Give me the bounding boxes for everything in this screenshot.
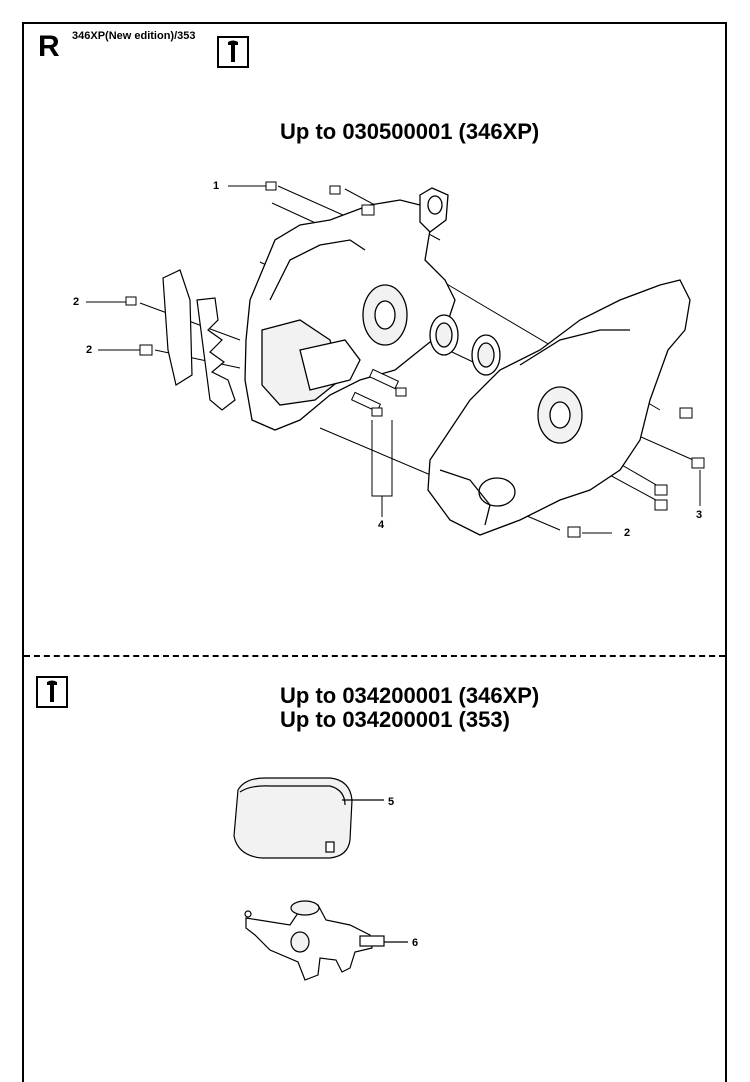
section-divider bbox=[24, 655, 725, 657]
section-1-heading: Up to 030500001 (346XP) bbox=[280, 119, 540, 144]
callout-4: 4 bbox=[378, 519, 385, 531]
callout-2a: 2 bbox=[73, 296, 80, 308]
section-2-heading-line-1: Up to 034200001 (346XP) bbox=[280, 683, 540, 708]
callout-5: 5 bbox=[388, 796, 395, 808]
callout-2b: 2 bbox=[86, 344, 93, 356]
section-letter: R bbox=[38, 30, 60, 63]
crankcase-exploded-diagram bbox=[86, 181, 705, 538]
callout-2c: 2 bbox=[624, 527, 631, 539]
section-2-heading-line-2: Up to 034200001 (353) bbox=[280, 707, 510, 732]
callout-3: 3 bbox=[696, 509, 703, 521]
page-frame bbox=[22, 22, 727, 1082]
model-label: 346XP(New edition)/353 bbox=[72, 30, 196, 42]
callout-1: 1 bbox=[213, 180, 220, 192]
wrench-icon bbox=[36, 676, 68, 708]
callout-6: 6 bbox=[412, 937, 419, 949]
wrench-icon bbox=[217, 36, 249, 68]
